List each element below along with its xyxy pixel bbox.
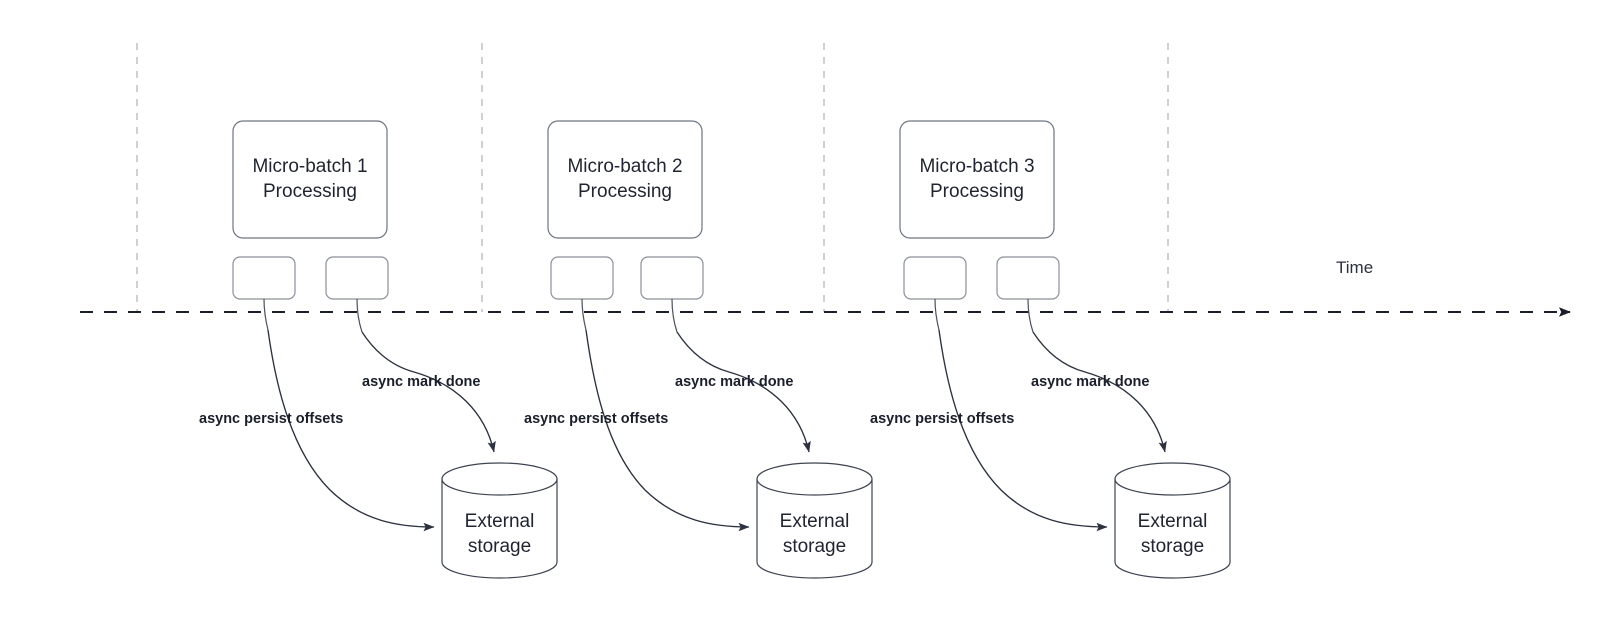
async-persist-offsets-edge-1	[267, 329, 435, 532]
external-storage-3-label-line1: External	[1138, 511, 1208, 532]
async-mark-done-label-2: async mark done	[675, 374, 793, 390]
persist-stem-3	[934, 298, 940, 331]
async-mark-done-label-1: async mark done	[362, 374, 480, 390]
mark-done-task-2[interactable]	[640, 256, 704, 300]
external-storage-2-label-line1: External	[780, 511, 850, 532]
time-axis-label: Time	[1336, 258, 1373, 277]
micro-batch-1-label-line1: Micro-batch 1	[252, 156, 367, 177]
persist-offsets-task-3[interactable]	[903, 256, 967, 300]
mark-stem-1	[356, 298, 363, 333]
micro-batch-2-label-line2: Processing	[578, 181, 672, 202]
micro-batch-3-box[interactable]	[899, 120, 1055, 239]
external-storage-1-label-line2: storage	[468, 536, 531, 557]
external-storage-2-top	[756, 462, 873, 496]
external-storage-1-label-line1: External	[465, 511, 535, 532]
micro-batch-2-label-line1: Micro-batch 2	[567, 156, 682, 177]
async-mark-done-edge-2	[676, 331, 811, 453]
micro-batch-group-1: Micro-batch 1 Processing async persist o…	[199, 120, 558, 579]
mark-done-task-3[interactable]	[996, 256, 1060, 300]
mark-done-task-1[interactable]	[325, 256, 389, 300]
micro-batch-1-box[interactable]	[232, 120, 388, 239]
external-storage-2-label-line2: storage	[783, 536, 846, 557]
mark-stem-2	[671, 298, 678, 333]
separator-group	[136, 43, 1169, 312]
external-storage-2[interactable]: External storage	[756, 462, 873, 579]
micro-batch-group-3: Micro-batch 3 Processing async persist o…	[870, 120, 1231, 579]
async-mark-done-edge-3	[1032, 331, 1167, 453]
persist-offsets-task-2[interactable]	[550, 256, 614, 300]
persist-stem-2	[581, 298, 587, 331]
external-storage-2-body	[756, 479, 873, 579]
async-persist-offsets-edge-2	[585, 329, 750, 532]
async-persist-offsets-label-3: async persist offsets	[870, 411, 1014, 427]
mark-stem-3	[1027, 298, 1034, 333]
persist-offsets-task-1[interactable]	[232, 256, 296, 300]
micro-batch-3-label-line2: Processing	[930, 181, 1024, 202]
async-persist-offsets-label-1: async persist offsets	[199, 411, 343, 427]
external-storage-1-body	[441, 479, 558, 579]
async-mark-done-edge-1	[361, 331, 496, 453]
external-storage-3-body	[1114, 479, 1231, 579]
micro-batch-group-2: Micro-batch 2 Processing async persist o…	[524, 120, 873, 579]
external-storage-3-label-line2: storage	[1141, 536, 1204, 557]
external-storage-1-top	[441, 462, 558, 496]
external-storage-1[interactable]: External storage	[441, 462, 558, 579]
external-storage-3-top	[1114, 462, 1231, 496]
async-persist-offsets-label-2: async persist offsets	[524, 411, 668, 427]
async-persist-offsets-edge-3	[938, 329, 1108, 532]
async-mark-done-label-3: async mark done	[1031, 374, 1149, 390]
external-storage-3[interactable]: External storage	[1114, 462, 1231, 579]
micro-batch-1-label-line2: Processing	[263, 181, 357, 202]
persist-stem-1	[263, 298, 269, 331]
micro-batch-3-label-line1: Micro-batch 3	[919, 156, 1034, 177]
micro-batch-2-box[interactable]	[547, 120, 703, 239]
